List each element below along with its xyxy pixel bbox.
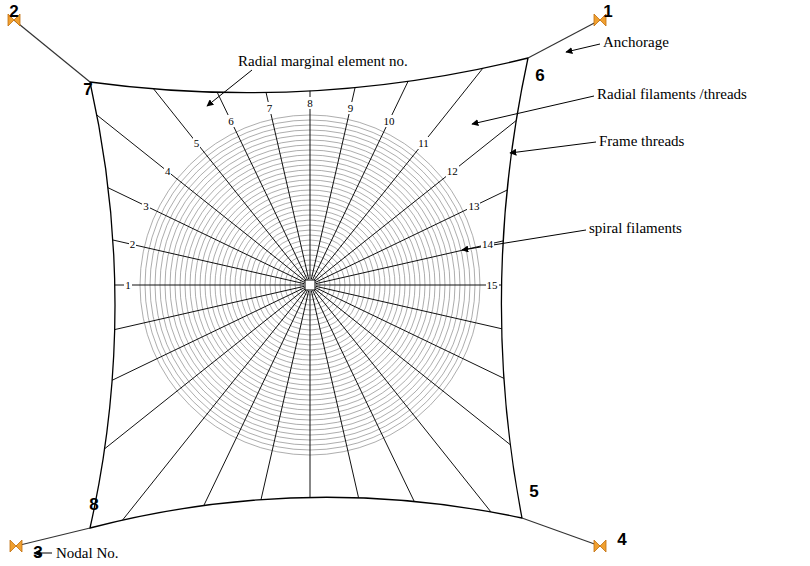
marginal-element-number: 2: [129, 238, 137, 250]
marginal-element-number: 12: [446, 165, 459, 177]
nodal-number: 7: [83, 81, 92, 100]
radial-thread: [217, 0, 309, 279]
callout-label: Radial marginal element no.: [238, 53, 408, 70]
marginal-element-number: 8: [306, 97, 314, 109]
radial-thread: [316, 192, 720, 284]
radial-thread: [48, 0, 306, 280]
radial-thread: [314, 290, 572, 566]
radial-thread: [313, 290, 493, 566]
marginal-element-number: 15: [486, 279, 499, 291]
radial-thread: [310, 0, 311, 279]
callout-label: Radial filaments /threads: [597, 86, 747, 103]
callout-label: Frame threads: [599, 133, 684, 150]
radial-thread: [128, 290, 308, 566]
callout-label: Nodal No.: [56, 545, 119, 562]
radial-thread: [310, 291, 311, 566]
radial-thread: [311, 0, 403, 279]
nodal-number: 5: [529, 483, 538, 502]
callout-label: Anchorage: [603, 34, 669, 51]
marginal-element-number: 10: [382, 115, 395, 127]
nodal-number: 3: [33, 544, 42, 563]
radial-thread: [0, 289, 305, 547]
radial-thread: [0, 286, 304, 378]
radial-threads: [0, 0, 730, 566]
radial-thread: [48, 290, 306, 566]
nodal-number: 2: [9, 3, 18, 22]
radial-thread: [0, 285, 304, 286]
callout-label: spiral filaments: [589, 220, 682, 237]
nodal-number: 8: [89, 496, 98, 515]
nodal-number: 1: [603, 3, 612, 22]
nodal-number: 6: [535, 67, 544, 86]
radial-thread: [128, 0, 308, 280]
marginal-element-number: 13: [467, 200, 480, 212]
marginal-element-number: 1: [124, 279, 132, 291]
radial-thread: [316, 286, 720, 378]
radial-thread: [0, 192, 304, 284]
radial-thread: [311, 291, 403, 566]
radial-thread: [0, 103, 305, 283]
radial-thread: [0, 288, 305, 468]
marginal-element-number: 4: [164, 165, 172, 177]
radial-thread: [315, 289, 639, 547]
hub: [305, 280, 315, 290]
marginal-element-number: 3: [142, 200, 150, 212]
frame-threads: [90, 58, 528, 528]
marginal-element-number: 9: [347, 102, 355, 114]
leader-arrows: [34, 44, 600, 553]
radial-thread: [313, 0, 493, 280]
marginal-element-number: 14: [481, 238, 494, 250]
marginal-element-number: 11: [417, 137, 430, 149]
nodal-number: 4: [617, 531, 626, 550]
marginal-element-number: 7: [266, 102, 274, 114]
radial-thread: [217, 291, 309, 566]
anchor-symbols: [8, 14, 606, 552]
marginal-element-number: 5: [193, 137, 201, 149]
anchorage-threads: [14, 20, 600, 546]
radial-thread: [316, 285, 730, 286]
marginal-element-number: 6: [227, 115, 235, 127]
